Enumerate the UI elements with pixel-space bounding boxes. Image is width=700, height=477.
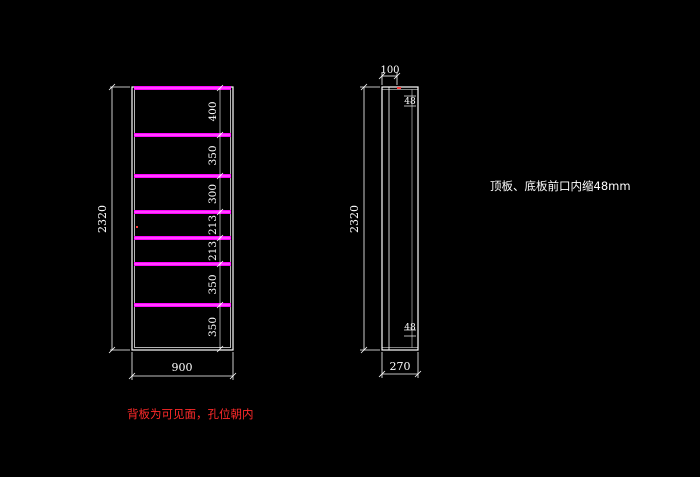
- depth-label: 270: [390, 360, 411, 373]
- shelves: [134, 86, 231, 307]
- gap-tick: [216, 260, 224, 268]
- setback-note: 顶板、底板前口内缩48mm: [490, 179, 631, 193]
- gap-tick: [216, 131, 224, 139]
- bottom-setback-dimension: 48: [404, 323, 416, 337]
- front-height-label: 2320: [96, 205, 109, 233]
- back-panel-note: 背板为可见面，孔位朝内: [127, 407, 254, 421]
- gap-tick: [216, 172, 224, 180]
- front-height-dimension: 2320: [96, 83, 130, 354]
- gap-label: 400: [207, 101, 219, 121]
- gap-label: 213: [207, 215, 219, 235]
- gap-tick: [216, 84, 224, 92]
- gap-tick: [216, 208, 224, 216]
- depth-dimension: 270: [378, 352, 422, 378]
- bottom-setback-label: 48: [404, 323, 416, 333]
- front-view: 400 350 300 213 213 350 350 2320 900: [96, 83, 237, 380]
- top-setback-dimension: 48: [404, 95, 416, 107]
- side-height-dimension: 2320: [348, 83, 380, 354]
- gap-label: 300: [207, 184, 219, 204]
- gap-tick: [216, 345, 224, 353]
- back-offset-dimension: 100: [378, 65, 401, 85]
- top-setback-label: 48: [404, 97, 416, 107]
- back-offset-label: 100: [380, 65, 399, 76]
- gap-label: 350: [207, 317, 219, 337]
- gap-label: 350: [207, 274, 219, 294]
- gap-tick: [216, 301, 224, 309]
- side-view: 2320 100 48 48: [348, 65, 422, 378]
- front-width-dimension: 900: [128, 352, 237, 380]
- front-width-label: 900: [172, 361, 193, 374]
- gap-label: 350: [207, 145, 219, 165]
- gap-label: 213: [207, 241, 219, 261]
- marker-dot: [136, 226, 138, 228]
- gap-dimensions: 400 350 300 213 213 350 350: [207, 84, 224, 353]
- side-outline: [381, 86, 419, 351]
- side-height-label: 2320: [348, 205, 361, 233]
- gap-tick: [216, 234, 224, 242]
